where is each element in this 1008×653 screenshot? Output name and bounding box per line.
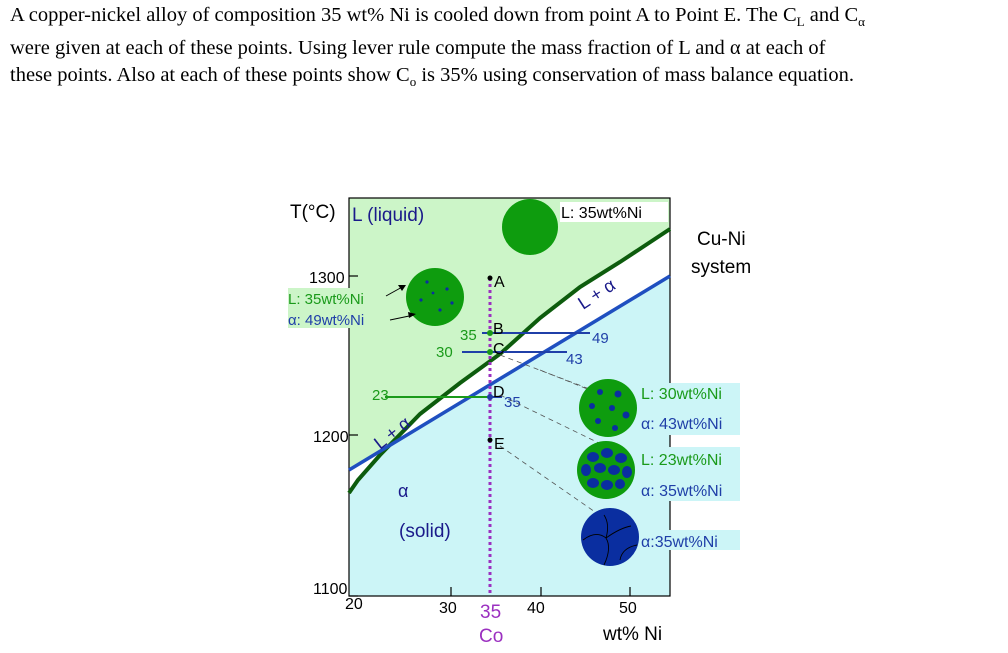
tie-label-d-right: 35 [504,394,521,411]
annotation-c-box [640,383,740,435]
region-solid-symbol: α [398,481,408,501]
question-line-3-post: is 35% using conservation of mass balanc… [416,64,855,87]
micro-point-a [406,268,464,326]
tie-label-c-right: 43 [566,351,583,368]
x-tick-label-40: 40 [527,600,545,617]
region-liquid-label: L (liquid) [352,205,424,226]
tie-label-c-left: 30 [436,344,453,361]
system-label-1: Cu-Ni [697,229,746,250]
point-d-dot [487,394,493,400]
solidus-line [348,274,671,472]
micro-point-c [579,379,637,437]
region-solid-word: (solid) [399,521,451,542]
x-tick-label-30: 30 [439,600,457,617]
question-line-2: were given at each of these points. Usin… [10,37,826,60]
annotation-top-box [560,202,668,222]
point-c-dot [487,349,493,355]
subscript-alpha: α [858,14,865,30]
two-phase-region [349,229,670,493]
y-axis-label: T(°C) [290,202,336,223]
annotation-e-alpha: α:35wt%Ni [641,534,718,551]
solid-region [349,276,670,596]
micro-liquid-top [502,199,558,255]
micro-point-c-alpha [589,389,630,431]
guide-lines [499,354,641,515]
annotation-c-liquid: L: 30wt%Ni [641,386,722,403]
annotation-a-liquid: L: 35wt%Ni [288,291,364,308]
point-e-label: E [494,436,505,453]
co-label: Co [479,626,503,647]
question-line-1-text: A copper-nickel alloy of composition 35 … [10,4,797,26]
annotation-c-alpha: α: 43wt%Ni [641,416,722,433]
liquidus-line [347,227,672,495]
annotation-d-alpha: α: 35wt%Ni [641,483,722,500]
subscript-l: L [796,14,805,30]
question-text: A copper-nickel alloy of composition 35 … [10,2,1000,95]
point-c-label: C [493,341,505,358]
question-line-1-mid: and C [804,4,859,26]
point-b-label: B [493,321,504,338]
micro-point-a-nuclei [419,280,454,312]
micro-point-d-alpha [581,448,632,490]
point-a-dot [487,275,493,281]
y-tick-label-1300: 1300 [309,270,345,287]
x-axis-label: wt% Ni [602,624,662,645]
question-line-3-text: these points. Also at each of these poin… [10,64,410,87]
tie-label-b-right: 49 [592,330,609,347]
system-label-2: system [691,257,751,278]
co-value-label: 35 [480,602,501,623]
arrow-a-alpha-head [408,312,416,318]
x-tick-label-50: 50 [619,600,637,617]
question-line-3: these points. Also at each of these poin… [10,62,1000,95]
point-b-dot [487,330,493,336]
annotation-top-liquid: L: 35wt%Ni [561,205,642,222]
annotation-a-alpha: α: 49wt%Ni [288,312,364,329]
arrow-a-liquid-head [398,285,406,291]
point-d-label: D [493,384,505,401]
tie-label-b-left: 35 [460,327,477,344]
annotation-a-box [288,288,388,328]
y-tick-label-1100: 1100 [313,581,348,598]
subscript-o: o [409,74,417,90]
annotation-e-box [640,530,740,550]
point-e-dot [487,437,493,443]
point-a-label: A [494,274,505,291]
micro-point-e [581,508,639,566]
tie-label-d-left: 23 [372,387,389,404]
micro-point-e-grain-boundaries [582,514,638,566]
annotation-d-liquid: L: 23wt%Ni [641,452,722,469]
question-line-1: A copper-nickel alloy of composition 35 … [10,2,1000,35]
annotation-d-box [640,447,740,501]
y-tick-label-1200: 1200 [313,429,349,446]
x-tick-label-20: 20 [345,596,363,613]
